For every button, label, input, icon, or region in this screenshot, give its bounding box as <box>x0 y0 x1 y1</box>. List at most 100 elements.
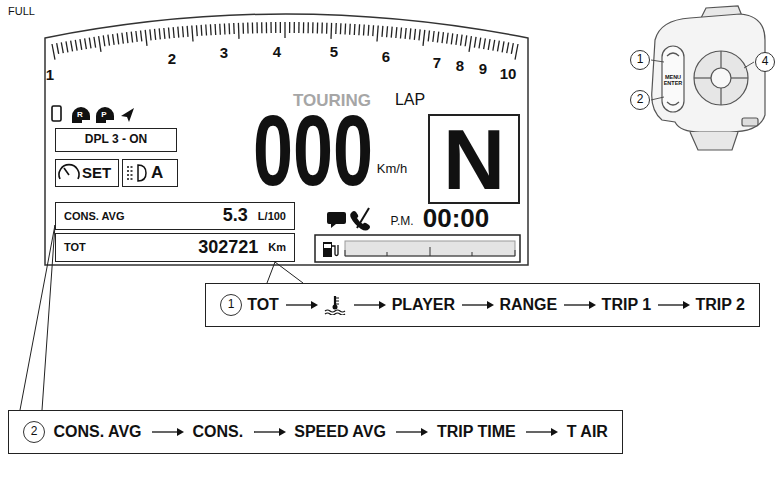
box-text: SET <box>82 165 111 182</box>
mode-box: DPL 3 - ON <box>55 128 177 152</box>
rpm-number: 5 <box>330 44 338 59</box>
tick-mark <box>317 22 319 33</box>
tick-mark <box>159 28 160 39</box>
tick-mark <box>224 23 226 34</box>
tick-mark <box>284 22 285 38</box>
gear-box: N <box>428 114 520 204</box>
tick-mark <box>252 22 254 33</box>
tick-mark <box>75 40 77 51</box>
tick-mark <box>61 42 63 53</box>
tick-mark <box>474 37 476 48</box>
menu-item: TRIP 1 <box>602 296 652 314</box>
tick-mark <box>433 31 434 42</box>
tick-mark <box>377 26 378 42</box>
tick-mark <box>205 25 207 36</box>
tick-mark <box>113 34 115 45</box>
arrow-shaft <box>354 304 380 305</box>
tick-mark <box>358 24 360 35</box>
tick-mark <box>192 26 193 42</box>
arrow-head <box>551 428 558 436</box>
menu-item: CONS. <box>193 423 244 441</box>
cruise-box: SET <box>55 159 119 187</box>
arrow-shaft <box>462 304 488 305</box>
callout-number: 4 <box>755 52 775 72</box>
tick-mark <box>52 44 55 60</box>
button-label: MENU ENTER <box>662 75 684 86</box>
tick-mark <box>307 22 309 33</box>
rpm-number: 9 <box>479 61 487 76</box>
tick-mark <box>386 26 388 37</box>
tick-mark <box>233 23 235 34</box>
arrow-head <box>683 301 690 309</box>
tick-mark <box>186 26 188 37</box>
tick-mark <box>242 23 244 34</box>
clock-value: 00:00 <box>423 205 490 231</box>
tick-mark <box>66 41 68 52</box>
tick-mark <box>57 43 59 54</box>
message-icon <box>327 212 346 228</box>
thermometer-bulb <box>333 305 338 310</box>
sequence-arrow <box>352 299 386 311</box>
tick-mark <box>182 26 184 37</box>
tick-mark <box>261 22 263 33</box>
arrow-head <box>421 428 428 436</box>
handlebar-switch <box>652 6 765 150</box>
tick-mark <box>502 41 504 52</box>
helmet-letter: P <box>101 111 106 119</box>
tick-mark <box>150 29 151 40</box>
tick-mark <box>465 35 467 46</box>
light-box: A <box>122 159 178 187</box>
callout-text: 1 <box>228 298 235 311</box>
tick-mark <box>469 36 471 52</box>
box-text: CONS. AVG <box>64 210 125 222</box>
rpm-number: 4 <box>273 44 281 59</box>
arrow-head <box>177 428 184 436</box>
callout-bracket <box>267 262 303 283</box>
box-text: DPL 3 - ON <box>85 133 147 146</box>
callout-number: 1 <box>630 50 650 70</box>
tick-mark <box>395 27 397 38</box>
callout-bracket <box>20 225 55 410</box>
tachometer-scale <box>52 22 518 60</box>
box-text: Km <box>268 241 286 253</box>
phone-icon <box>52 106 61 121</box>
tick-mark <box>80 39 82 50</box>
tick-mark <box>103 35 105 46</box>
tick-mark <box>247 23 249 34</box>
tick-mark <box>169 28 170 39</box>
tick-mark <box>479 38 481 49</box>
tick-mark <box>354 24 356 35</box>
rpm-number: 1 <box>46 67 54 82</box>
tick-mark <box>303 22 304 33</box>
menu-item: TRIP 2 <box>695 296 745 314</box>
menu-item: CONS. AVG <box>54 423 142 441</box>
callout-number: 1 <box>220 294 242 316</box>
tick-mark <box>145 30 147 46</box>
tick-mark <box>419 29 420 40</box>
info-box: TOT302721Km <box>55 233 295 262</box>
tick-mark <box>410 28 411 39</box>
rpm-number: 8 <box>456 58 464 73</box>
tick-mark <box>210 24 212 35</box>
tick-mark <box>131 32 132 43</box>
tick-mark <box>85 38 87 49</box>
tick-mark <box>423 30 425 46</box>
tick-mark <box>515 44 518 60</box>
tick-mark <box>280 22 281 33</box>
tick-mark <box>127 32 128 43</box>
tick-mark <box>298 22 299 33</box>
sequence-arrow <box>284 299 318 311</box>
tick-mark <box>340 23 342 34</box>
tick-mark <box>461 35 463 46</box>
box-text: TOT <box>64 241 86 253</box>
tick-mark <box>488 39 490 50</box>
rpm-number: 7 <box>433 55 441 70</box>
tick-mark <box>456 34 458 45</box>
sequence-arrow <box>394 426 428 438</box>
arrow-shaft <box>152 431 178 432</box>
menu-item: RANGE <box>499 296 557 314</box>
callout-text: 1 <box>637 53 644 66</box>
tick-mark <box>256 22 258 33</box>
